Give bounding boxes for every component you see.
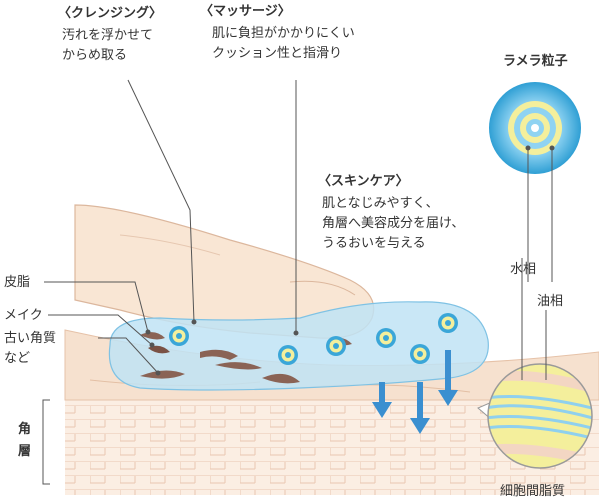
- penetration-arrows: [372, 350, 458, 434]
- makeup-dirt: [148, 345, 170, 354]
- old-keratin-label: 古い角質: [4, 331, 57, 346]
- leader-lines: [42, 79, 555, 485]
- cleansing-title: 〈クレンジング〉: [58, 6, 163, 21]
- old-keratin-dirt: [140, 370, 185, 379]
- sebum-dirt: [140, 332, 165, 340]
- particle-cleansing: [169, 326, 189, 346]
- skincare-line-2: 角層へ美容成分を届け、: [322, 216, 465, 231]
- particle: [376, 328, 396, 348]
- particle: [410, 344, 430, 364]
- cream-gel: [108, 301, 489, 391]
- skincare-title: 〈スキンケア〉: [318, 174, 409, 189]
- massage-title: 〈マッサージ〉: [200, 4, 291, 19]
- skincare-line-1: 肌となじみやすく、: [322, 196, 439, 211]
- cleansing-line-1: 汚れを浮かせて: [62, 28, 154, 43]
- skincare-line-3: うるおいを与える: [322, 236, 426, 251]
- lamellar-title: ラメラ粒子: [503, 54, 568, 69]
- particle: [326, 336, 346, 356]
- cleansing-line-2: からめ取る: [62, 48, 128, 63]
- stratum-corneum-label-1: 角: [18, 422, 32, 437]
- lamellar-particle-large: [489, 82, 581, 174]
- massage-line-1: 肌に負担がかかりにくい: [212, 26, 355, 41]
- stratum-corneum-label-2: 層: [18, 444, 32, 459]
- sebum-label: 皮脂: [4, 275, 31, 290]
- intercellular-lipid-label: 細胞間脂質: [500, 484, 566, 499]
- etc-label: など: [4, 351, 31, 366]
- oil-phase-label: 油相: [537, 294, 564, 309]
- particle-massage: [278, 345, 298, 365]
- massage-line-2: クッション性と指滑り: [212, 46, 343, 61]
- makeup-label: メイク: [4, 308, 43, 323]
- particle: [438, 313, 458, 333]
- water-phase-label: 水相: [510, 262, 537, 277]
